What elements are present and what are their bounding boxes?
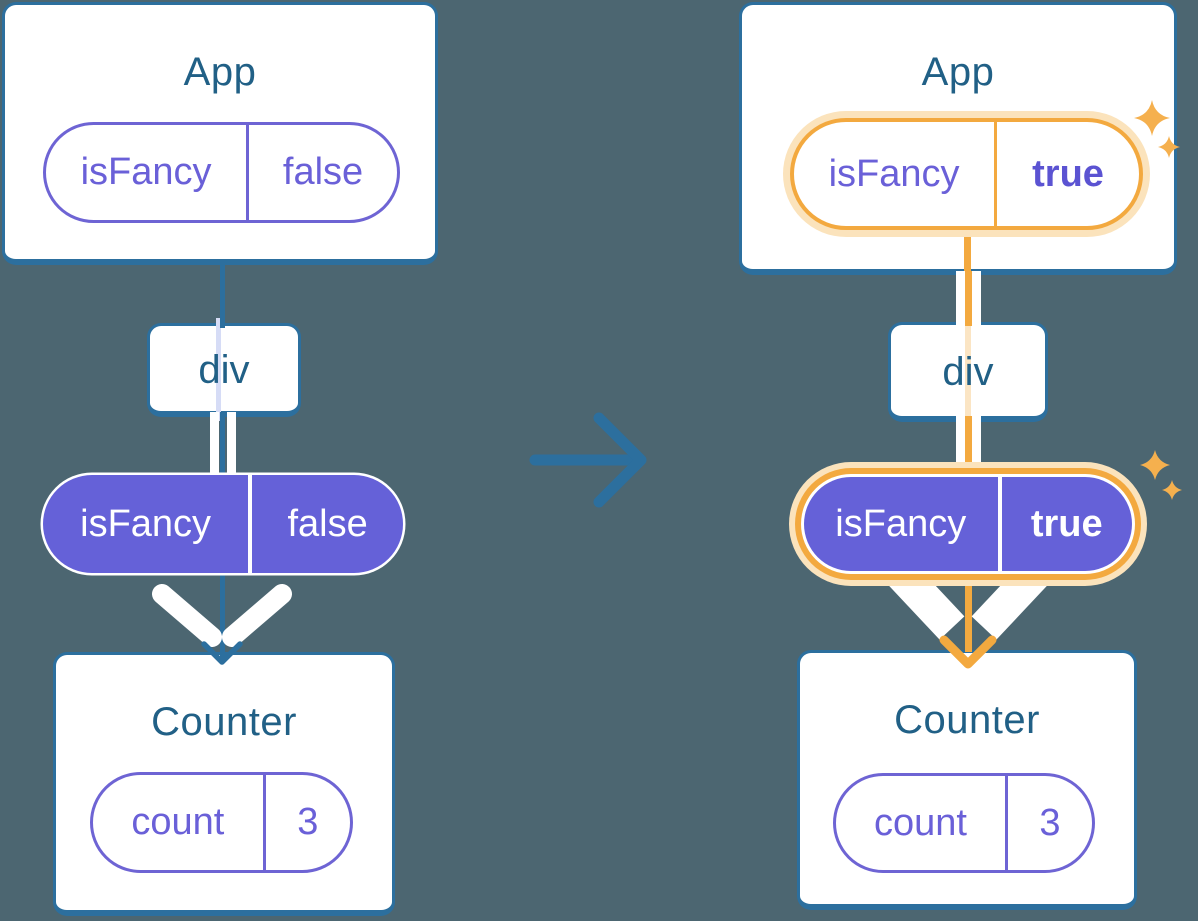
prop-value: false: [282, 151, 364, 193]
blue-arrowhead-icon: [201, 641, 243, 665]
prop-rail-left: [955, 416, 965, 482]
right-prop-arrow-shaft: [964, 572, 972, 652]
left-div-label: div: [198, 348, 250, 392]
left-counter-title: Counter: [151, 700, 297, 744]
prop-name: isFancy: [835, 502, 967, 545]
right-app-title: App: [921, 50, 995, 94]
prop-rail-right: [971, 416, 981, 482]
state-value: 3: [297, 801, 319, 843]
prop-flow-line-through-div: [965, 317, 971, 426]
left-app-div-connector: [219, 260, 225, 328]
prop-rail-center: [964, 271, 972, 326]
prop-flow-line-through-div: [216, 318, 221, 421]
right-counter-state-pill: count 3: [833, 773, 1095, 873]
pill-divider: [997, 477, 1002, 571]
left-prop-arrow-shaft: [219, 571, 225, 658]
prop-rail-left: [955, 271, 965, 326]
state-name: count: [873, 801, 967, 844]
sparkles-icon: [1140, 450, 1182, 500]
left-app-prop-pill: isFancy false: [43, 122, 400, 223]
prop-value: false: [287, 502, 368, 545]
white-chevron-arrow-icon: [152, 584, 292, 647]
right-counter-title: Counter: [894, 698, 1040, 742]
prop-value: true: [1032, 152, 1104, 195]
orange-arrowhead-icon: [939, 635, 997, 669]
pill-divider: [248, 475, 253, 573]
prop-name: isFancy: [80, 502, 212, 545]
white-chevron-arrow-icon: [887, 584, 1049, 640]
left-passed-prop-pill: isFancy false: [43, 475, 403, 573]
pill-divider: [246, 125, 250, 220]
prop-name: isFancy: [80, 151, 212, 193]
right-div-label: div: [942, 350, 994, 394]
sparkles-icon: [1134, 100, 1180, 158]
pill-divider: [1004, 776, 1008, 870]
prop-rail-right: [971, 271, 981, 326]
left-counter-state-pill: count 3: [90, 772, 353, 873]
right-passed-prop-pill-highlighted: isFancy true: [804, 477, 1132, 571]
right-app-prop-pill-highlighted: isFancy true: [790, 118, 1143, 230]
left-app-title: App: [183, 50, 257, 94]
prop-name: isFancy: [828, 152, 960, 195]
prop-rail-center: [964, 416, 972, 482]
pill-divider: [262, 775, 266, 870]
prop-rail-left: [209, 412, 219, 480]
prop-rail-center: [219, 412, 225, 480]
state-name: count: [131, 801, 225, 843]
pill-divider: [994, 122, 998, 226]
transition-right-arrow-icon: [529, 412, 647, 508]
state-value: 3: [1039, 801, 1061, 844]
prop-value: true: [1030, 502, 1103, 545]
prop-flow-line-in-card: [964, 231, 971, 281]
prop-rail-right: [226, 412, 236, 480]
